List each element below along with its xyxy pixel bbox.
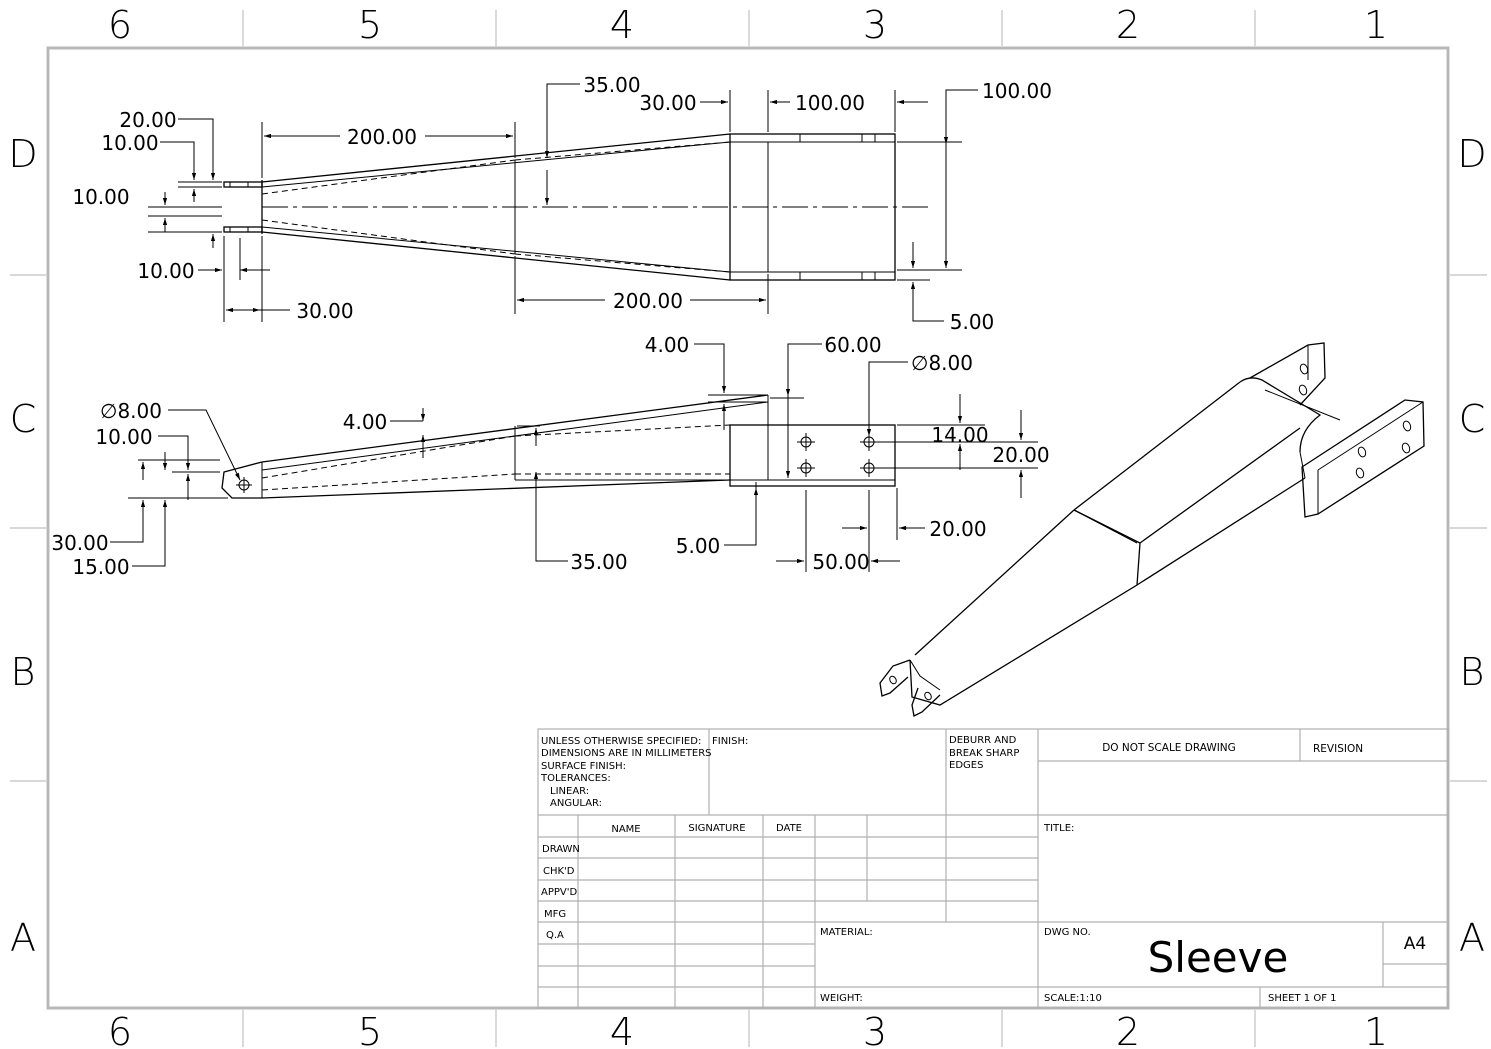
title-block: UNLESS OTHERWISE SPECIFIED: DIMENSIONS A… [537, 728, 1449, 1009]
zone-col-4-bottom: 4 [610, 1010, 634, 1049]
sheet-border [46, 46, 1450, 1010]
tb-row-mfg: MFG [544, 909, 566, 920]
tb-note-1: UNLESS OTHERWISE SPECIFIED: [541, 736, 701, 747]
dim-top-20-00: 20.00 [119, 108, 176, 132]
top-view-dimensions: 20.00 10.00 10.00 10.00 30.00 200.00 [72, 73, 1052, 334]
tb-finish-label: FINISH: [712, 736, 748, 747]
dim-top-10-00-c: 10.00 [137, 259, 194, 283]
zone-col-2-bottom: 2 [1116, 1010, 1140, 1049]
tb-note-6: ANGULAR: [550, 798, 602, 809]
zone-col-3-bottom: 3 [863, 1010, 887, 1049]
dim-front-50-00: 50.00 [812, 550, 869, 574]
zone-row-b-left: B [11, 650, 36, 694]
isometric-view [879, 342, 1425, 717]
dim-front-4-00-b: 4.00 [645, 333, 690, 357]
dim-top-100-00-b: 100.00 [982, 79, 1052, 103]
tb-deburr-2: BREAK SHARP [949, 748, 1019, 759]
dim-top-10-00-b: 10.00 [72, 185, 129, 209]
dim-top-100-00-a: 100.00 [795, 91, 865, 115]
dim-front-20-00-b: 20.00 [929, 517, 986, 541]
zone-col-4-top: 4 [610, 3, 634, 47]
zone-row-d-left: D [8, 132, 37, 176]
tb-row-appvd: APPV'D [541, 887, 577, 898]
tb-title-label: TITLE: [1043, 823, 1074, 834]
tb-col-name: NAME [611, 824, 640, 835]
front-view [221, 394, 896, 499]
dim-front-15-00: 15.00 [72, 555, 129, 579]
top-view [223, 133, 930, 281]
tb-col-signature: SIGNATURE [688, 823, 745, 834]
dim-front-4-00-a: 4.00 [343, 410, 388, 434]
tb-note-5: LINEAR: [550, 786, 589, 797]
zone-col-5-top: 5 [358, 3, 382, 47]
dim-front-20-00-a: 20.00 [992, 443, 1049, 467]
dim-top-35-00: 35.00 [583, 73, 640, 97]
zone-col-6-top: 6 [108, 3, 132, 47]
tb-note-2: DIMENSIONS ARE IN MILLIMETERS [541, 748, 711, 759]
tb-dwg-name: Sleeve [1148, 933, 1289, 982]
zone-row-a-left: A [10, 916, 36, 960]
tb-row-drawn: DRAWN [542, 844, 580, 855]
dim-top-30-00-b: 30.00 [639, 91, 696, 115]
zone-col-3-top: 3 [863, 3, 887, 47]
zone-row-c-left: C [10, 397, 37, 441]
plate-holes [797, 433, 878, 477]
zone-col-2-top: 2 [1116, 3, 1140, 47]
dim-front-dia-8-b: ∅8.00 [911, 351, 973, 375]
tb-revision-label: REVISION [1313, 743, 1363, 755]
tb-deburr-3: EDGES [949, 760, 983, 771]
dim-front-60-00: 60.00 [824, 333, 881, 357]
tb-row-qa: Q.A [546, 930, 564, 941]
zone-row-a-right: A [1459, 916, 1485, 960]
dim-front-30-00: 30.00 [51, 531, 108, 555]
zone-row-d-right: D [1457, 132, 1486, 176]
zone-col-5-bottom: 5 [358, 1010, 382, 1049]
dim-front-14-00: 14.00 [931, 423, 988, 447]
dim-front-10-00: 10.00 [95, 425, 152, 449]
tb-material-label: MATERIAL: [820, 927, 873, 938]
dim-front-5-00: 5.00 [676, 534, 721, 558]
dim-top-30-00: 30.00 [296, 299, 353, 323]
tb-do-not-scale: DO NOT SCALE DRAWING [1102, 742, 1236, 754]
dim-front-35-00: 35.00 [570, 550, 627, 574]
zone-row-b-right: B [1460, 650, 1485, 694]
zone-col-6-bottom: 6 [108, 1010, 132, 1049]
zone-col-1-top: 1 [1364, 3, 1388, 47]
front-view-dimensions: ∅8.00 10.00 30.00 15.00 4.00 35.00 4.00 [51, 333, 1049, 579]
tb-dwg-no-label: DWG NO. [1044, 927, 1091, 938]
zone-col-1-bottom: 1 [1364, 1010, 1388, 1049]
tb-col-date: DATE [776, 823, 802, 834]
zone-ticks [10, 10, 1487, 1047]
tb-note-4: TOLERANCES: [540, 773, 611, 784]
tb-weight-label: WEIGHT: [820, 993, 863, 1004]
dim-top-5-00: 5.00 [950, 310, 995, 334]
tb-row-chkd: CHK'D [543, 866, 575, 877]
tb-deburr-1: DEBURR AND [949, 735, 1017, 746]
dim-front-dia-8-a: ∅8.00 [100, 399, 162, 423]
tb-size: A4 [1404, 934, 1426, 954]
dim-top-10-00-a: 10.00 [101, 131, 158, 155]
tb-scale: SCALE:1:10 [1044, 993, 1102, 1004]
dim-top-200-00-b: 200.00 [613, 289, 683, 313]
zone-row-c-right: C [1459, 397, 1486, 441]
dim-top-200-00-a: 200.00 [347, 125, 417, 149]
tb-note-3: SURFACE FINISH: [541, 761, 626, 772]
tb-sheet: SHEET 1 OF 1 [1268, 993, 1337, 1004]
